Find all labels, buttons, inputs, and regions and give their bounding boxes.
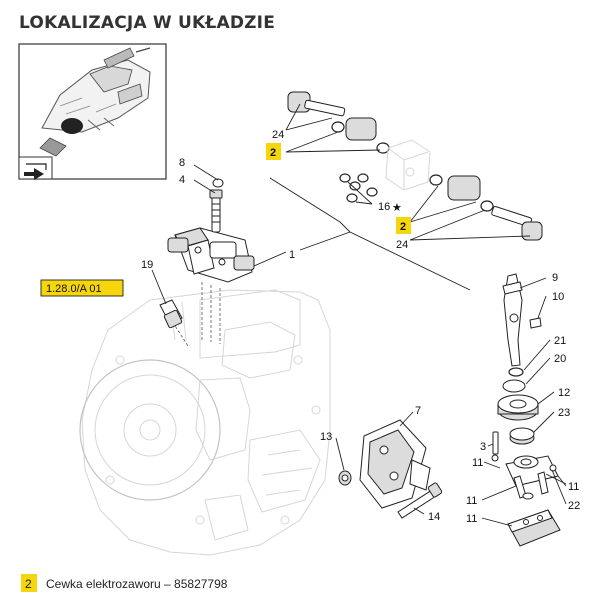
svg-text:2: 2: [270, 147, 276, 159]
valve-body-ghost: [385, 139, 431, 191]
coil-2-upper: [287, 91, 390, 154]
callout-11-b: 11: [568, 481, 579, 493]
callout-11-c: 11: [466, 495, 477, 507]
callout-11-a: 11: [472, 457, 483, 469]
bolt-3: [491, 431, 499, 462]
transmission-housing-outline: [79, 289, 331, 556]
callout-12: 12: [558, 387, 570, 399]
legend-item: 2 Cewka elektrozaworu – 85827798: [21, 574, 228, 592]
callout-7: 7: [415, 405, 421, 417]
callout-3: 3: [480, 441, 486, 453]
callout-24-lower: 24: [396, 239, 408, 251]
mounting-leader-lines: [201, 282, 221, 344]
callout-2-upper: 2: [266, 143, 281, 160]
callout-21: 21: [554, 335, 566, 347]
seal-20: [502, 379, 526, 393]
legend-text: Cewka elektrozaworu – 85827798: [46, 577, 228, 591]
callout-14: 14: [428, 511, 440, 523]
star-icon: ★: [392, 201, 402, 214]
callout-11-d: 11: [466, 513, 477, 525]
cover-12: [497, 394, 539, 421]
location-thumbnail: [18, 43, 167, 180]
tractor-transmission-thumbnail-icon: [39, 47, 151, 157]
reference-link-box[interactable]: 1.28.0/A 01: [40, 279, 124, 297]
callout-19: 19: [141, 259, 153, 271]
pin-10: [529, 317, 542, 329]
bolt-4: [209, 189, 223, 233]
reference-link-label[interactable]: 1.28.0/A 01: [46, 283, 102, 295]
page-title: LOKALIZACJA W UKŁADZIE: [19, 13, 275, 33]
callout-2-lower: 2: [396, 217, 411, 234]
washer-8: [212, 178, 224, 188]
solenoid-valve-assembly: [167, 227, 255, 283]
manual-arrow-icon[interactable]: [18, 156, 53, 180]
callout-8: 8: [179, 157, 185, 169]
washer-22: [549, 464, 557, 472]
bolt-14: [397, 482, 443, 519]
callout-10: 10: [552, 291, 564, 303]
callout-23: 23: [558, 407, 570, 419]
leader-lines: [151, 103, 567, 527]
callout-22: 22: [568, 500, 580, 512]
plug-13: [338, 470, 352, 486]
callout-24-upper: 24: [272, 129, 284, 141]
svg-text:2: 2: [400, 221, 406, 233]
o-rings-16: [339, 173, 378, 203]
support-bracket-7: [359, 419, 431, 509]
ring-21: [508, 367, 524, 377]
callout-20: 20: [554, 353, 566, 365]
shift-shaft-9: [502, 273, 523, 367]
callout-1: 1: [289, 249, 295, 261]
fitting-19: [159, 299, 183, 329]
coil-2-lower: [429, 174, 543, 241]
callout-13: 13: [320, 431, 332, 443]
bushing-23: [509, 427, 535, 445]
callout-4: 4: [179, 174, 185, 186]
bracket-assembly-11: [505, 455, 559, 500]
callout-16: 16: [378, 201, 390, 213]
legend-number: 2: [25, 577, 32, 591]
lower-cover: [507, 509, 561, 547]
callout-9: 9: [552, 272, 558, 284]
